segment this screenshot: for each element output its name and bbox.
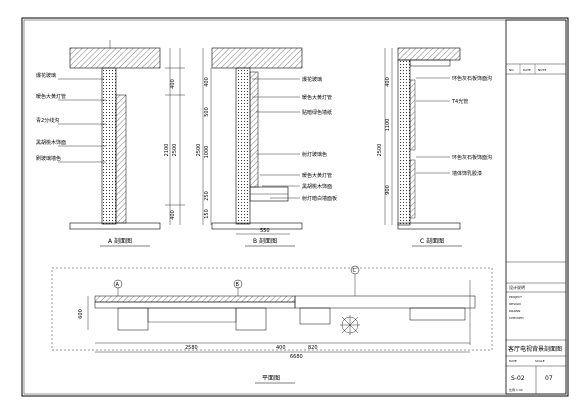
dim-a-3: 2100 <box>164 144 170 157</box>
title-block-head: 设计说明 <box>509 284 525 290</box>
dim-c-1: 400 <box>385 77 391 87</box>
label-a-2: 暖色大黄灯管 <box>36 93 66 100</box>
label-b-4: 射灯玻璃色 <box>302 151 327 158</box>
plan-marker-a: A <box>116 282 120 288</box>
label-b-1: 爆花玻璃 <box>302 76 322 83</box>
scale-note: 比例 1:30 <box>509 387 523 392</box>
project-row-3: DRAWN <box>509 309 520 313</box>
label-a-1: 爆花玻璃 <box>36 72 56 79</box>
section-b-title: B 剖面图 <box>253 237 277 245</box>
label-b-6: 黑胡桃木饰面 <box>302 183 332 190</box>
project-row-2: DESIGN <box>509 302 521 306</box>
dim-c-3: 900 <box>385 185 391 195</box>
project-row-1: PROJECT <box>509 295 522 299</box>
dim-b-2: 500 <box>204 107 210 117</box>
section-a-title: A 剖面图 <box>108 237 132 245</box>
plan-marker-c: C <box>353 268 357 274</box>
section-a: 400 2500 2100 400 爆花玻璃 暖色大黄灯管 青2分线沟 黑胡桃木… <box>36 40 185 247</box>
dim-b-4: 250 <box>204 191 210 201</box>
dim-b-3: 1000 <box>204 146 210 159</box>
section-c: 400 1100 900 2500 环色灰石板饰面沟 T4光管 环色灰石板饰面沟… <box>377 47 492 247</box>
plan-title: 平面图 <box>262 375 280 382</box>
dim-c-2: 1100 <box>385 119 391 132</box>
dim-b-7: 2500 <box>196 144 202 157</box>
label-b-7: 射灯暗白墙面板 <box>302 195 337 202</box>
section-c-title: C 剖面图 <box>420 237 444 245</box>
project-row-6: SCALE <box>535 359 545 363</box>
dim-plan-2: 400 <box>276 345 286 351</box>
dim-a-1: 400 <box>170 79 176 89</box>
dim-b-1: 400 <box>204 77 210 87</box>
revision-col-note: NOTE <box>538 68 546 72</box>
dim-b-6: 550 <box>260 228 270 234</box>
plan-marker-b: B <box>236 282 240 288</box>
label-b-5: 暖色大黄灯管 <box>302 172 332 179</box>
label-b-3: 贴暗绿色墙纸 <box>302 109 332 116</box>
revision-col-date: DATE <box>523 68 531 72</box>
label-c-3: 环色灰石板饰面沟 <box>452 154 492 161</box>
page-number: 07 <box>545 375 553 382</box>
dim-a-2: 2500 <box>172 144 178 157</box>
revision-col-no: NO <box>509 68 514 72</box>
section-b: 400 500 1000 250 150 2500 550 爆花玻璃 暖色大黄灯… <box>196 47 337 247</box>
project-row-5: DATE <box>509 359 517 363</box>
label-a-4: 黑胡桃木饰面 <box>36 139 66 146</box>
plan-view: A B C 2580 400 820 6680 600 平面图 <box>51 265 493 384</box>
dim-plan-3: 820 <box>308 345 318 351</box>
label-c-4: 墙体饰乳胶漆 <box>452 170 482 177</box>
dim-plan-1: 2580 <box>185 345 198 351</box>
title-block: NO DATE NOTE 设计说明 PROJECT DESIGN DRAWN C… <box>505 19 567 395</box>
dim-plan-4: 6680 <box>290 354 303 360</box>
sheet-border <box>21 17 569 397</box>
dim-b-5: 150 <box>204 209 210 219</box>
project-row-4: CHECKED <box>509 316 524 320</box>
sheet-number: S-02 <box>511 375 525 382</box>
dim-plan-5: 600 <box>78 309 84 319</box>
label-c-2: T4光管 <box>451 98 468 105</box>
label-a-5: 刷玻璃墙色 <box>36 155 61 162</box>
dim-c-4: 2500 <box>377 144 383 157</box>
label-a-3: 青2分线沟 <box>36 117 59 124</box>
drawing-name: 客厅电视背景剖面图 <box>508 345 562 353</box>
label-b-2: 暖色大黄灯管 <box>302 94 332 101</box>
dim-a-4: 400 <box>170 210 176 220</box>
label-c-1: 环色灰石板饰面沟 <box>452 75 492 82</box>
